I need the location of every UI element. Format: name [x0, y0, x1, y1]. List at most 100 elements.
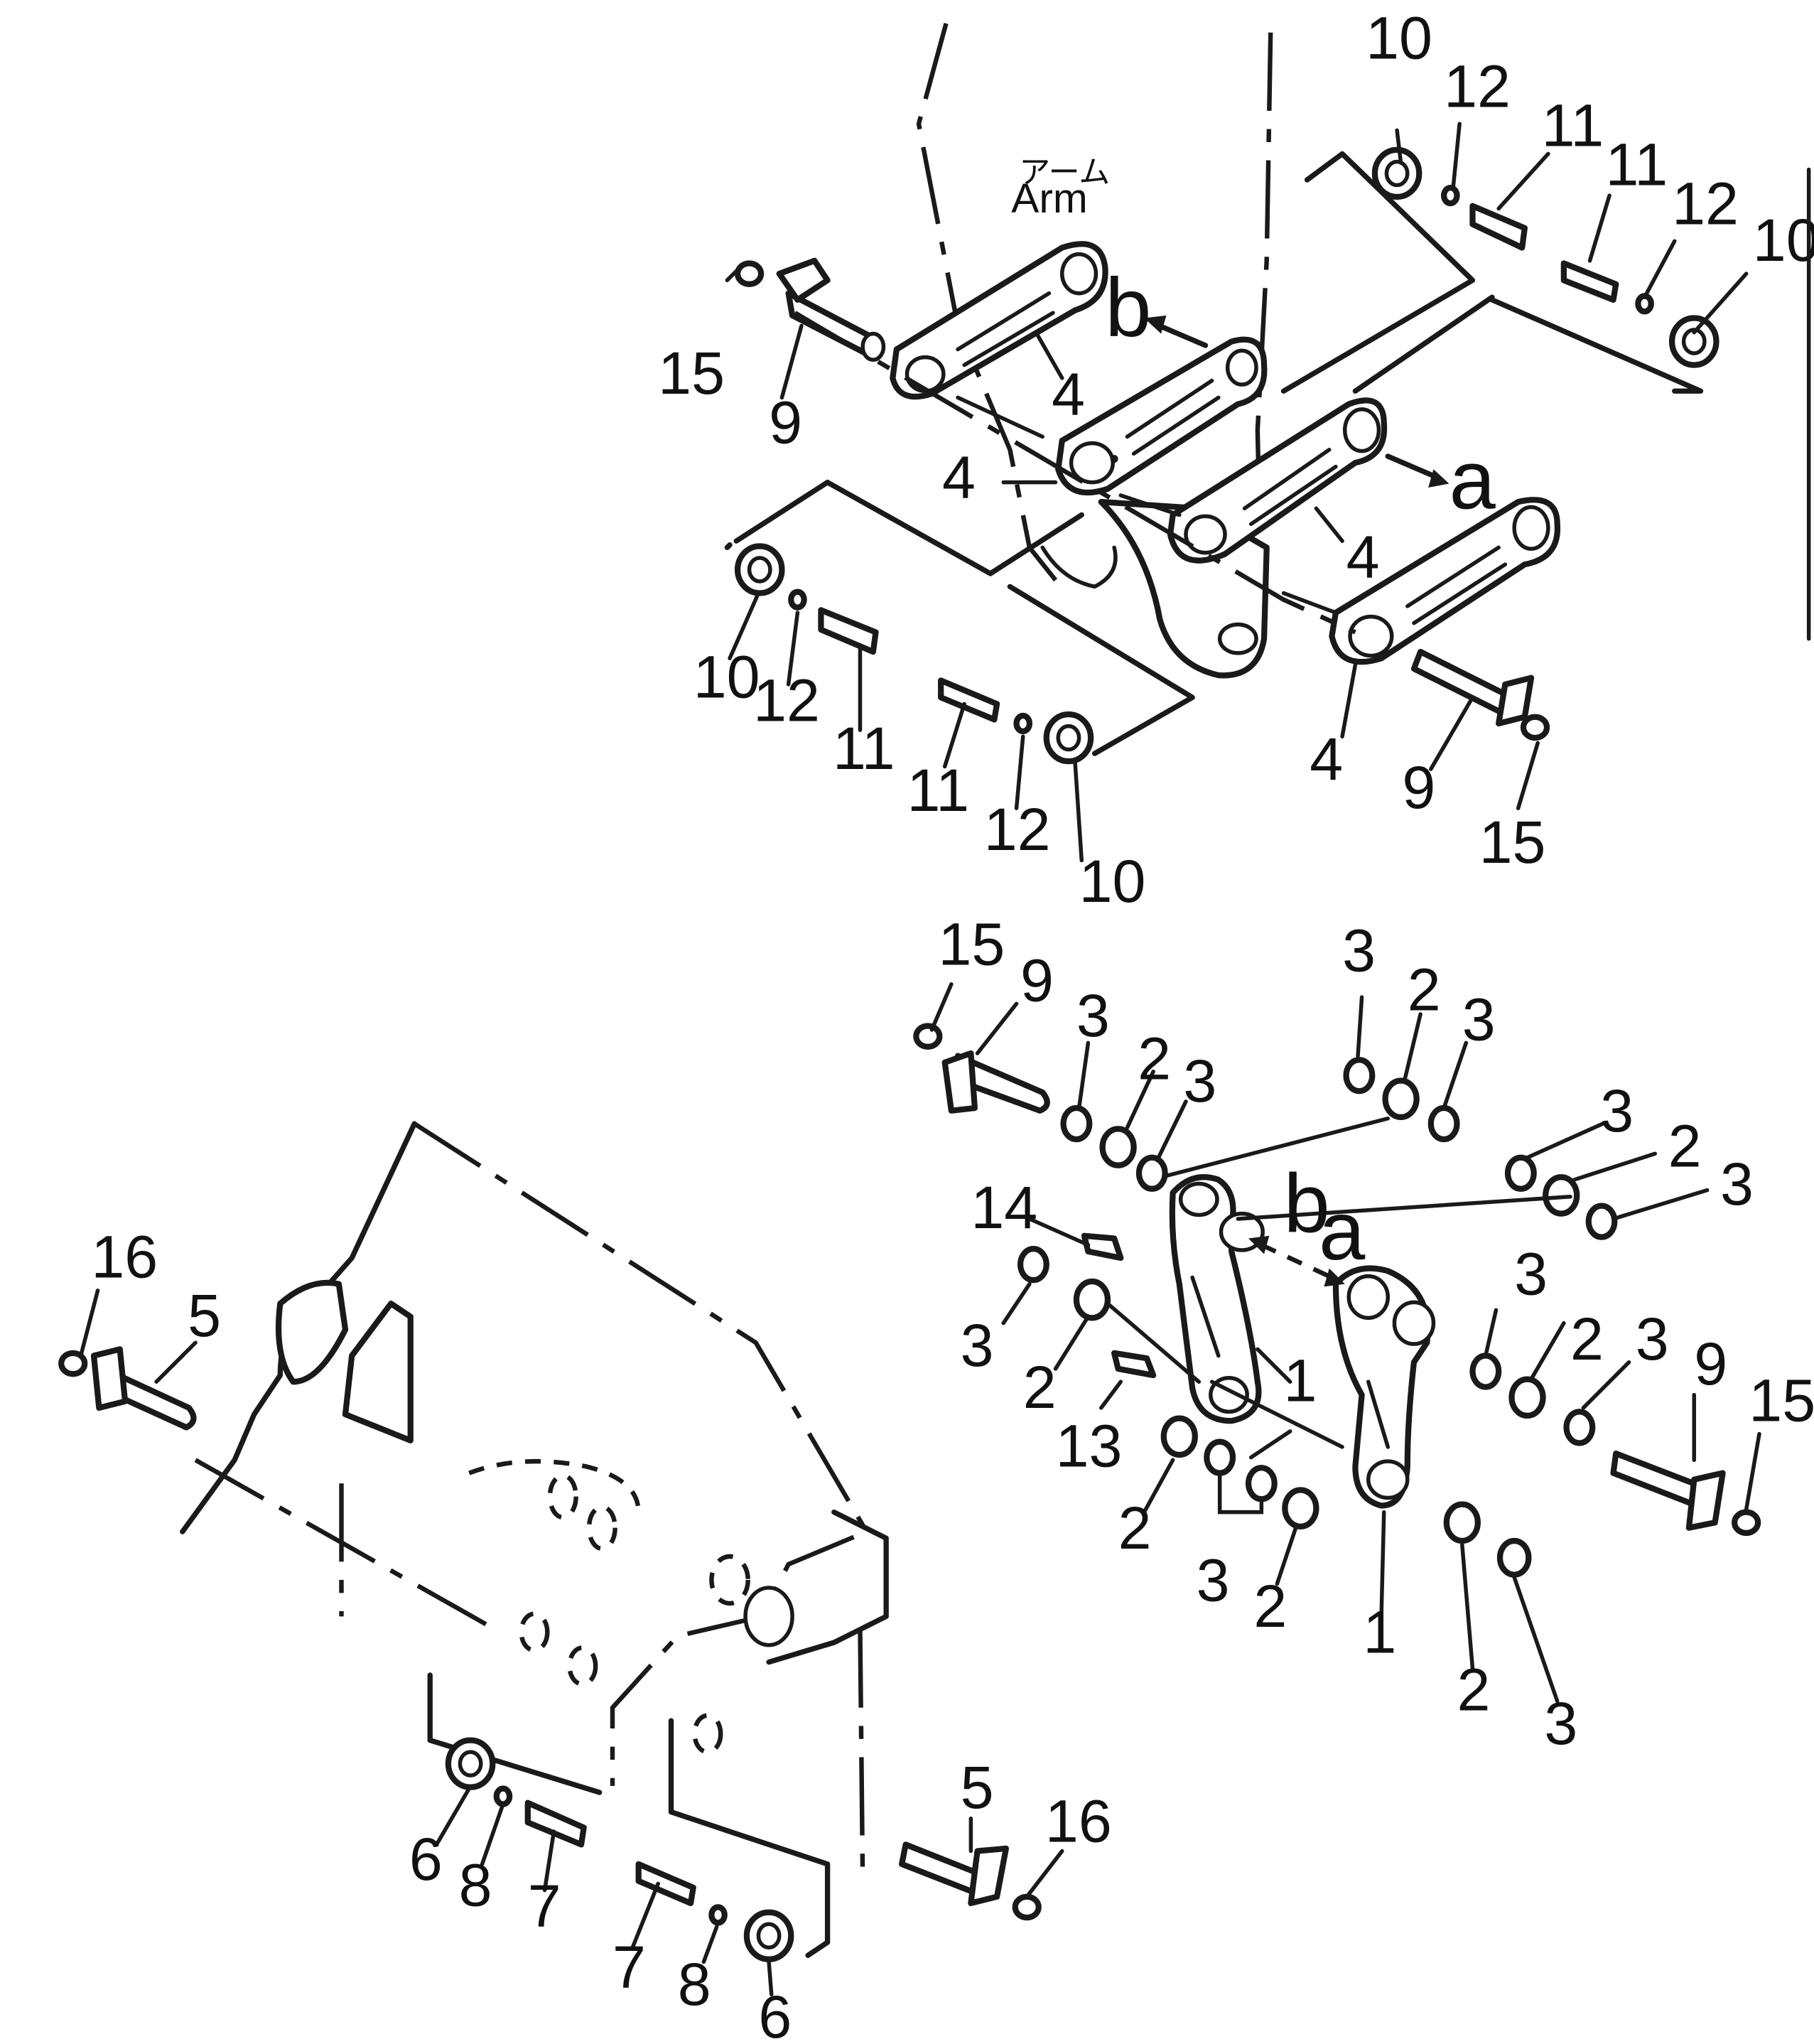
leader-lines — [78, 122, 1761, 1997]
hardware-plate-right — [1280, 151, 1704, 394]
arrow-a-upper: a — [1385, 433, 1496, 526]
arrow-a-label-upper: a — [1449, 433, 1496, 526]
bolt-7-b — [635, 1861, 696, 1907]
callout: 15 — [939, 910, 1005, 977]
callout: 1 — [1363, 1599, 1396, 1666]
pin-9-top-left — [776, 257, 886, 362]
callout: 9 — [769, 389, 802, 456]
callout: 10 — [1753, 207, 1814, 274]
callout: 10 — [1366, 5, 1432, 72]
callout: 14 — [971, 1174, 1037, 1241]
callout: 4 — [1052, 360, 1085, 427]
washer-12-c — [788, 588, 807, 610]
arrow-b-label-upper: b — [1105, 261, 1151, 354]
arm-bracket — [1040, 545, 1118, 589]
bolt-11-a — [1469, 203, 1528, 251]
callout: 2 — [1570, 1306, 1604, 1372]
pin-9-mid-right — [1610, 1450, 1726, 1531]
callout: 13 — [1056, 1412, 1123, 1479]
callout: 16 — [1045, 1788, 1112, 1855]
callout: 9 — [1694, 1330, 1727, 1397]
washer-12-d — [1013, 712, 1033, 735]
callout: 3 — [1076, 982, 1110, 1049]
callout: 3 — [1183, 1048, 1216, 1114]
callout: 5 — [188, 1282, 221, 1349]
arrow-a-label-lower: a — [1319, 1184, 1366, 1277]
washer-8-b — [708, 1904, 728, 1926]
callout: 3 — [1720, 1151, 1754, 1217]
arm-label-jp: アーム — [1019, 154, 1110, 190]
link-4-upper-left — [890, 241, 1108, 400]
arrow-ab-lower: b a — [1248, 1156, 1366, 1287]
callout: 3 — [1462, 986, 1496, 1053]
link-4-center — [1055, 336, 1268, 496]
bucket-link-1-right — [1332, 1265, 1436, 1509]
callout: 4 — [1346, 524, 1380, 591]
bucket-bracket — [342, 1301, 414, 1443]
callout: 5 — [961, 1754, 994, 1821]
callout: 1 — [1284, 1348, 1317, 1414]
washer-12-a — [1441, 184, 1460, 207]
callout: 9 — [1020, 947, 1054, 1014]
arm-label-en: Arm — [1011, 176, 1088, 222]
callout: 11 — [1542, 92, 1604, 158]
arrow-b-label-lower: b — [1284, 1156, 1330, 1249]
callout: 11 — [833, 715, 895, 782]
callout: 7 — [528, 1873, 561, 1940]
bucket-link-1-left — [1169, 1174, 1265, 1424]
callout: 3 — [1544, 1690, 1577, 1757]
bolt-11-b — [1560, 260, 1619, 303]
callout: 11 — [907, 757, 970, 824]
pin-9-top-right — [1410, 648, 1535, 727]
callout: 2 — [1457, 1656, 1490, 1723]
callout: 2 — [1138, 1026, 1171, 1092]
callout: 12 — [1672, 170, 1739, 237]
callout: 12 — [984, 796, 1051, 863]
grease-fitting-14 — [1081, 1232, 1124, 1262]
hardware-plate-left — [724, 479, 1195, 756]
callout: 3 — [1514, 1240, 1548, 1307]
callout: 11 — [1606, 131, 1668, 198]
grease-fitting-13 — [1111, 1350, 1157, 1379]
callout: 3 — [1342, 917, 1376, 984]
callout: 2 — [1668, 1113, 1702, 1180]
callout: 3 — [1636, 1306, 1669, 1372]
callout: 7 — [612, 1934, 646, 2001]
callout: 2 — [1408, 956, 1441, 1023]
bolt-11-c — [818, 607, 879, 655]
nut-15-top-left — [734, 260, 765, 287]
link-4-lower-right — [1329, 497, 1561, 665]
bucket-centerlines — [194, 1458, 865, 1878]
pin-5-left — [90, 1346, 197, 1431]
pin-5-right — [899, 1841, 1010, 1907]
callout: 12 — [753, 667, 820, 733]
bucket-hinge-left — [275, 1279, 349, 1385]
callout: 15 — [1479, 809, 1546, 876]
bucket-hidden-edge — [468, 1458, 641, 1512]
callout: 3 — [1197, 1547, 1230, 1613]
bolt-11-d — [938, 677, 1000, 723]
callout: 12 — [1444, 53, 1511, 119]
centerline-upper — [794, 311, 1356, 635]
nut-16-right — [1012, 1893, 1042, 1921]
bucket-link-assembly: b a — [913, 1023, 1761, 1578]
bucket-outline — [413, 1121, 870, 1786]
callout: 2 — [1253, 1573, 1287, 1640]
arm-tip-bore — [1217, 622, 1258, 655]
callout: 8 — [678, 1951, 711, 2018]
callout: 3 — [1600, 1077, 1634, 1144]
bolt-7-a — [524, 1800, 587, 1848]
washer-8-a — [493, 1785, 513, 1807]
arrow-b-upper: b — [1105, 261, 1209, 354]
nut-16-left — [58, 1350, 88, 1377]
nut-15-mid-right — [1731, 1509, 1761, 1537]
arm-outline — [916, 23, 1058, 582]
nut-15-mid-left — [913, 1023, 943, 1050]
callout: 15 — [1749, 1367, 1814, 1434]
callout: 4 — [942, 444, 976, 511]
callout: 15 — [658, 340, 725, 407]
callout-numbers: 1 1 2 2 2 2 2 2 2 2 3 3 3 3 3 3 3 3 3 3 … — [91, 5, 1814, 2044]
callout: 6 — [409, 1826, 443, 1893]
callout: 9 — [1402, 754, 1435, 821]
